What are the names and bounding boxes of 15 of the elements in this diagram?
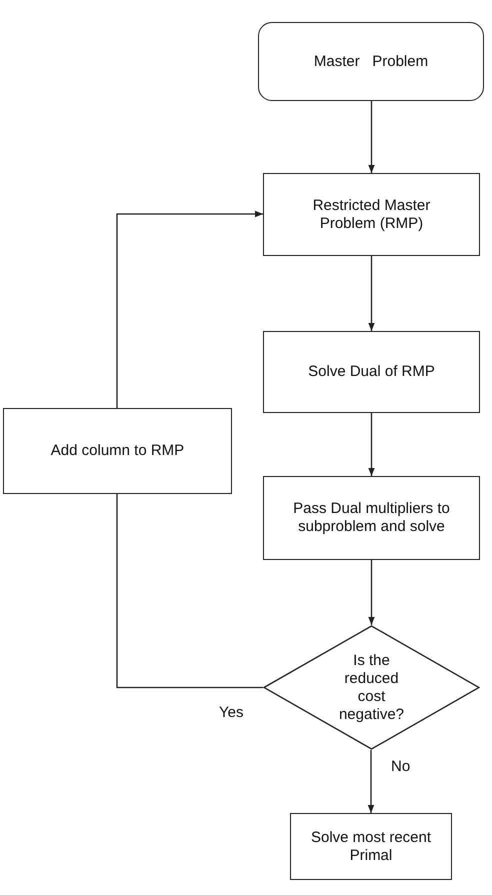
connector-line: [116, 494, 263, 688]
decision-text: Is the reduced cost negative?: [338, 652, 406, 724]
arrow: [368, 750, 374, 813]
arrow: [368, 256, 375, 331]
arrow: [368, 413, 375, 476]
process-box: Solve most recent Primal: [290, 813, 452, 880]
process-box: Pass Dual multipliers to subproblem and solve: [263, 476, 480, 560]
arrow: [368, 101, 375, 173]
process-box: Solve Dual of RMP: [263, 331, 480, 413]
edge-label: Yes: [217, 704, 246, 720]
start-box: Master Problem: [258, 22, 484, 101]
arrow: [116, 210, 263, 408]
process-box: Restricted Master Problem (RMP): [263, 173, 480, 256]
process-box: Add column to RMP: [3, 408, 232, 494]
arrow: [368, 560, 375, 625]
